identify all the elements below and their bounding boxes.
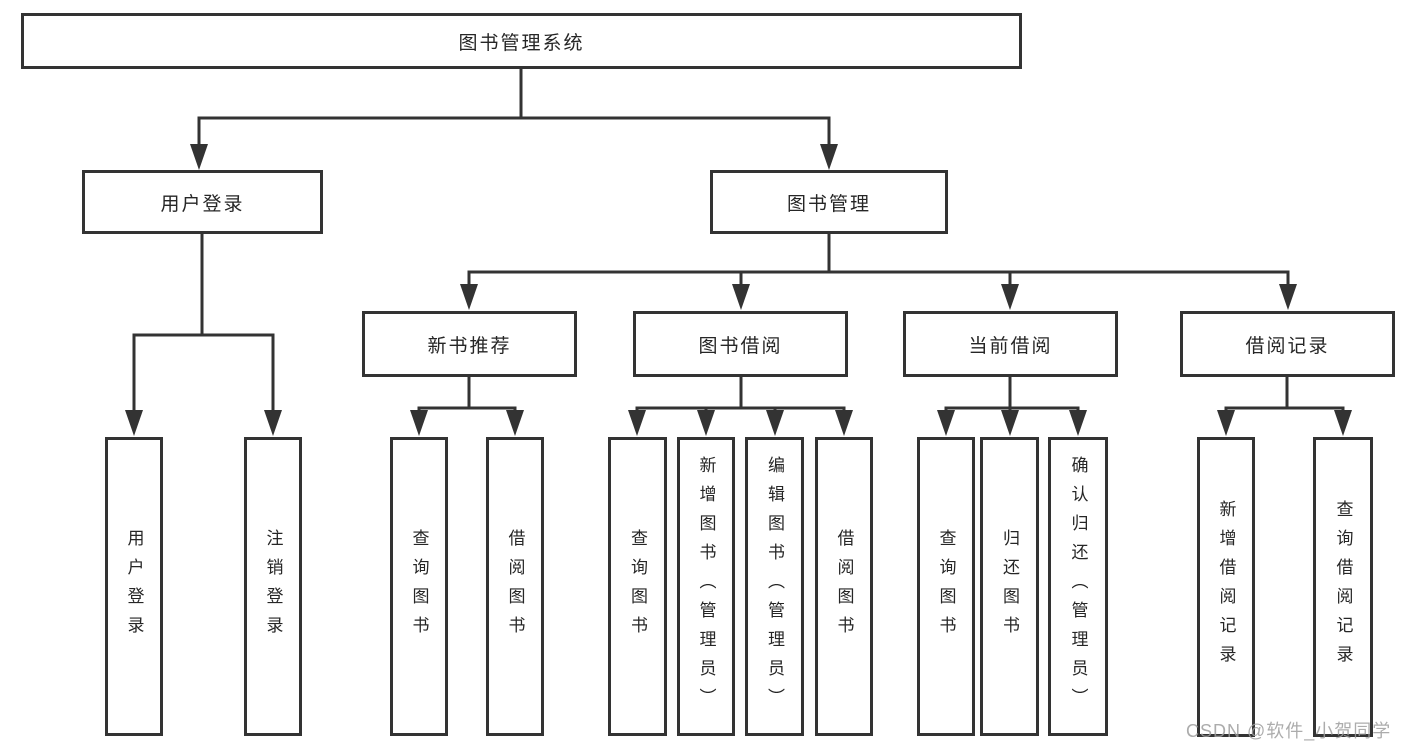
arrowhead xyxy=(937,410,955,436)
arrowhead xyxy=(732,284,750,310)
leaf-query-borrow-record: 查询借阅记录 xyxy=(1313,437,1373,737)
leaf-label: 新增图书（管理员） xyxy=(696,456,716,717)
leaf-label: 借阅图书 xyxy=(834,528,854,645)
node-book-borrow: 图书借阅 xyxy=(633,311,848,377)
arrowhead xyxy=(835,410,853,436)
leaf-logout: 注销登录 xyxy=(244,437,302,736)
leaf-label: 注销登录 xyxy=(263,528,283,645)
leaf-user-login: 用户登录 xyxy=(105,437,163,736)
node-current-borrow: 当前借阅 xyxy=(903,311,1118,377)
leaf-borrow-books-2: 借阅图书 xyxy=(815,437,873,736)
leaf-edit-book-admin: 编辑图书（管理员） xyxy=(745,437,804,736)
arrowhead xyxy=(506,410,524,436)
leaf-return-book: 归还图书 xyxy=(980,437,1039,736)
leaf-label: 查询借阅记录 xyxy=(1333,500,1353,674)
arrowhead xyxy=(766,410,784,436)
connector-current-borrow-group xyxy=(944,375,1080,414)
leaf-query-books-2: 查询图书 xyxy=(608,437,667,736)
arrowhead xyxy=(628,410,646,436)
node-user-login: 用户登录 xyxy=(82,170,323,234)
leaf-query-books-3: 查询图书 xyxy=(917,437,975,736)
leaf-label: 归还图书 xyxy=(1000,528,1019,645)
leaf-confirm-return-admin: 确认归还（管理员） xyxy=(1048,437,1108,736)
connector-book-borrow-group xyxy=(635,375,846,414)
arrowhead xyxy=(190,144,208,170)
leaf-label: 新增借阅记录 xyxy=(1216,500,1236,674)
leaf-label: 编辑图书（管理员） xyxy=(765,456,784,717)
connector-new-book-group xyxy=(417,375,517,414)
leaf-label: 查询图书 xyxy=(936,528,956,645)
leaf-add-borrow-record: 新增借阅记录 xyxy=(1197,437,1255,737)
node-borrow-records: 借阅记录 xyxy=(1180,311,1395,377)
leaf-query-books-1: 查询图书 xyxy=(390,437,448,736)
leaf-label: 确认归还（管理员） xyxy=(1068,456,1088,717)
connector-borrow-records-group xyxy=(1224,375,1345,414)
leaf-borrow-books-1: 借阅图书 xyxy=(486,437,544,736)
arrowhead xyxy=(1217,410,1235,436)
arrowhead xyxy=(460,284,478,310)
arrowhead xyxy=(1279,284,1297,310)
arrowhead xyxy=(125,410,143,436)
node-root-library-system: 图书管理系统 xyxy=(21,13,1022,69)
connector-user-login-group xyxy=(132,231,275,414)
arrowhead xyxy=(1069,410,1087,436)
leaf-label: 用户登录 xyxy=(124,528,144,645)
arrowhead xyxy=(1001,284,1019,310)
csdn-watermark: CSDN @软件_小贺同学 xyxy=(1186,721,1392,741)
leaf-label: 查询图书 xyxy=(409,528,429,645)
connector-book-management-to-level3 xyxy=(467,231,1290,288)
arrowhead xyxy=(1001,410,1019,436)
node-new-book-recommend: 新书推荐 xyxy=(362,311,577,377)
arrowhead xyxy=(820,144,838,170)
arrowhead xyxy=(697,410,715,436)
arrowhead xyxy=(264,410,282,436)
arrowhead xyxy=(1334,410,1352,436)
leaf-add-book-admin: 新增图书（管理员） xyxy=(677,437,735,736)
connector-root-to-level2 xyxy=(197,66,831,148)
node-book-management: 图书管理 xyxy=(710,170,948,234)
arrowhead xyxy=(410,410,428,436)
leaf-label: 查询图书 xyxy=(628,528,647,645)
leaf-label: 借阅图书 xyxy=(505,528,525,645)
